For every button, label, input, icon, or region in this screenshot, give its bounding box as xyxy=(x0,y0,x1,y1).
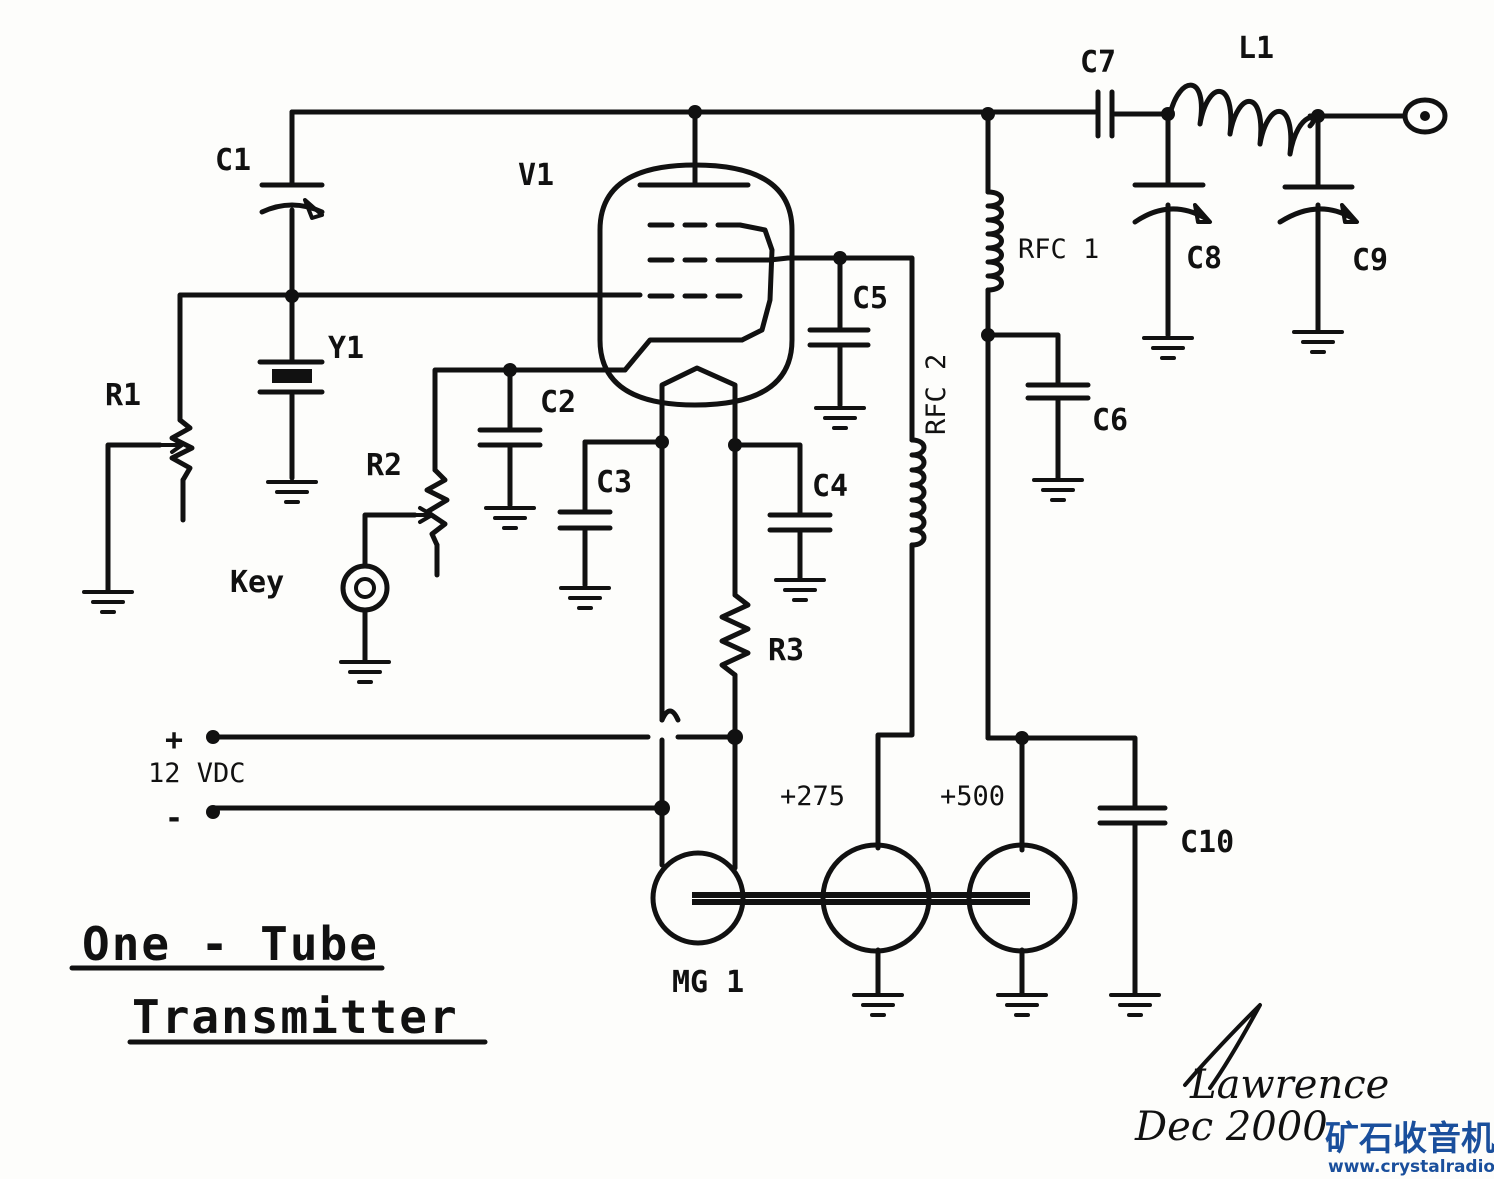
title-line1: One - Tube xyxy=(82,917,379,971)
label-c5: C5 xyxy=(852,281,888,316)
label-c1: C1 xyxy=(215,143,251,178)
title-line2: Transmitter xyxy=(132,990,459,1044)
label-r2: R2 xyxy=(366,448,402,483)
crystal-y1 xyxy=(257,359,325,395)
label-key: Key xyxy=(230,565,284,600)
label-c4: C4 xyxy=(812,469,848,504)
label-c8: C8 xyxy=(1186,241,1222,276)
label-c2: C2 xyxy=(540,385,576,420)
watermark-cn: 矿石收音机 xyxy=(1325,1119,1494,1159)
tube-v1 xyxy=(597,162,795,408)
component-labels: V1 C1 C2 C3 C4 C5 C6 C7 C8 C9 C10 R1 R2 … xyxy=(105,31,1388,1000)
label-275: +275 xyxy=(780,781,845,812)
signature: Lawrence Dec 2000 xyxy=(1134,1003,1389,1150)
label-rfc1: RFC 1 xyxy=(1018,234,1099,265)
label-c3: C3 xyxy=(596,465,632,500)
label-y1: Y1 xyxy=(328,331,364,366)
ground-symbols xyxy=(82,330,1344,1017)
resistors xyxy=(158,417,751,678)
motor-generator-mg1 xyxy=(650,842,1078,954)
label-12vdc: 12 VDC xyxy=(148,758,246,789)
label-c9: C9 xyxy=(1352,243,1388,278)
label-plus: + xyxy=(165,723,183,758)
signature-name: Lawrence xyxy=(1189,1062,1389,1108)
label-c7: C7 xyxy=(1080,45,1116,80)
label-c6: C6 xyxy=(1092,403,1128,438)
label-r3: R3 xyxy=(768,633,804,668)
wires xyxy=(105,109,1408,996)
output-jack xyxy=(1402,97,1448,135)
label-l1: L1 xyxy=(1238,31,1274,66)
label-mg1: MG 1 xyxy=(672,965,744,1000)
signature-date: Dec 2000 xyxy=(1134,1104,1328,1150)
inductors xyxy=(909,82,1316,548)
diagram-title: One - Tube Transmitter xyxy=(69,917,488,1045)
label-r1: R1 xyxy=(105,378,141,413)
label-500: +500 xyxy=(940,781,1005,812)
label-rfc2: RFC 2 xyxy=(921,354,952,435)
watermark: 矿石收音机 www.crystalradio.cn xyxy=(1325,1119,1494,1177)
watermark-url: www.crystalradio.cn xyxy=(1328,1157,1494,1177)
telegraph-key xyxy=(340,563,390,613)
label-minus: - xyxy=(165,801,183,836)
label-c10: C10 xyxy=(1180,825,1234,860)
capacitors xyxy=(259,89,1359,826)
label-v1: V1 xyxy=(518,158,554,193)
